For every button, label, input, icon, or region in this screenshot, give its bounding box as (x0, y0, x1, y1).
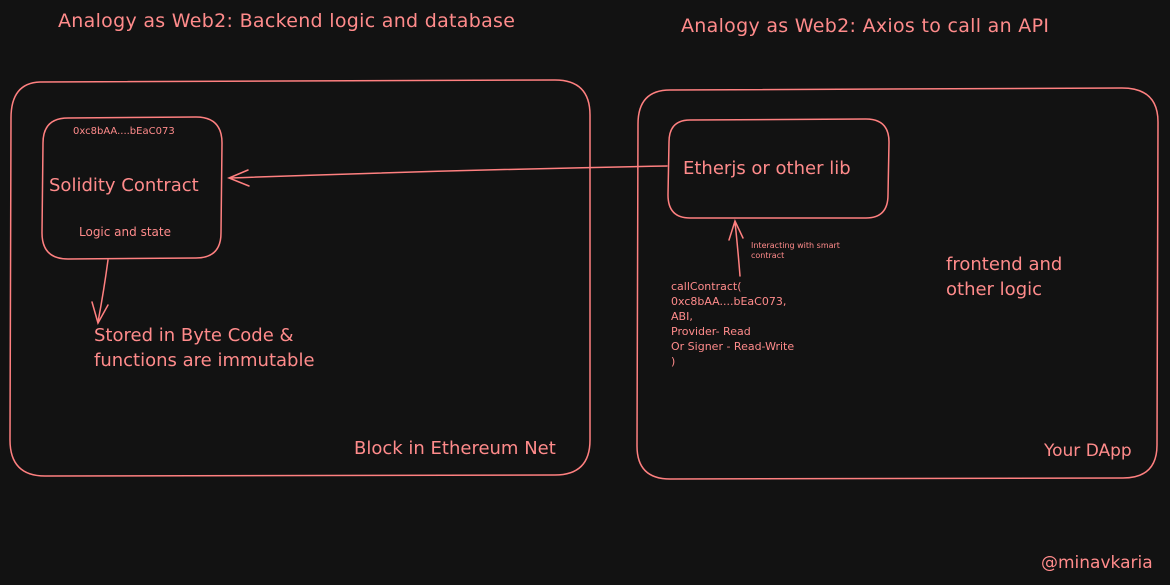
interact-note-line-2: contract (751, 251, 785, 260)
call-arrow-line (229, 165, 668, 179)
code-line-6: ) (671, 355, 676, 368)
interact-note-line-1: Interacting with smart (751, 241, 840, 250)
contract-subtitle: Logic and state (79, 225, 171, 239)
frontend-line-1: frontend and (946, 254, 1063, 275)
dapp-label: Your DApp (1044, 441, 1132, 461)
code-line-2: 0xc8bAA....bEaC073, (671, 295, 787, 308)
contract-box (41, 116, 223, 260)
interact-arrowhead (728, 218, 744, 241)
block-label: Block in Ethereum Net (354, 438, 556, 459)
storage-note-line-1: Stored in Byte Code & (94, 325, 294, 346)
call-arrowhead (227, 169, 250, 187)
heading-backend-analogy: Analogy as Web2: Backend logic and datab… (58, 10, 516, 32)
storage-arrow-line (97, 259, 109, 323)
block-container (9, 79, 591, 477)
storage-note-line-2: functions are immutable (94, 350, 315, 371)
interact-arrow-line (734, 221, 741, 277)
contract-address: 0xc8bAA....bEaC073 (73, 126, 175, 137)
code-line-5: Or Signer - Read-Write (671, 340, 795, 353)
code-line-1: callContract( (671, 280, 742, 293)
storage-arrowhead (91, 301, 109, 325)
heading-api-analogy: Analogy as Web2: Axios to call an API (681, 15, 1050, 37)
author-credit: @minavkaria (1041, 553, 1153, 573)
lib-box (667, 118, 890, 219)
frontend-line-2: other logic (946, 279, 1043, 300)
dapp-container (636, 87, 1159, 480)
lib-label: Etherjs or other lib (683, 158, 851, 179)
contract-title: Solidity Contract (49, 175, 199, 196)
code-line-4: Provider- Read (671, 325, 751, 338)
code-line-3: ABI, (671, 310, 693, 323)
